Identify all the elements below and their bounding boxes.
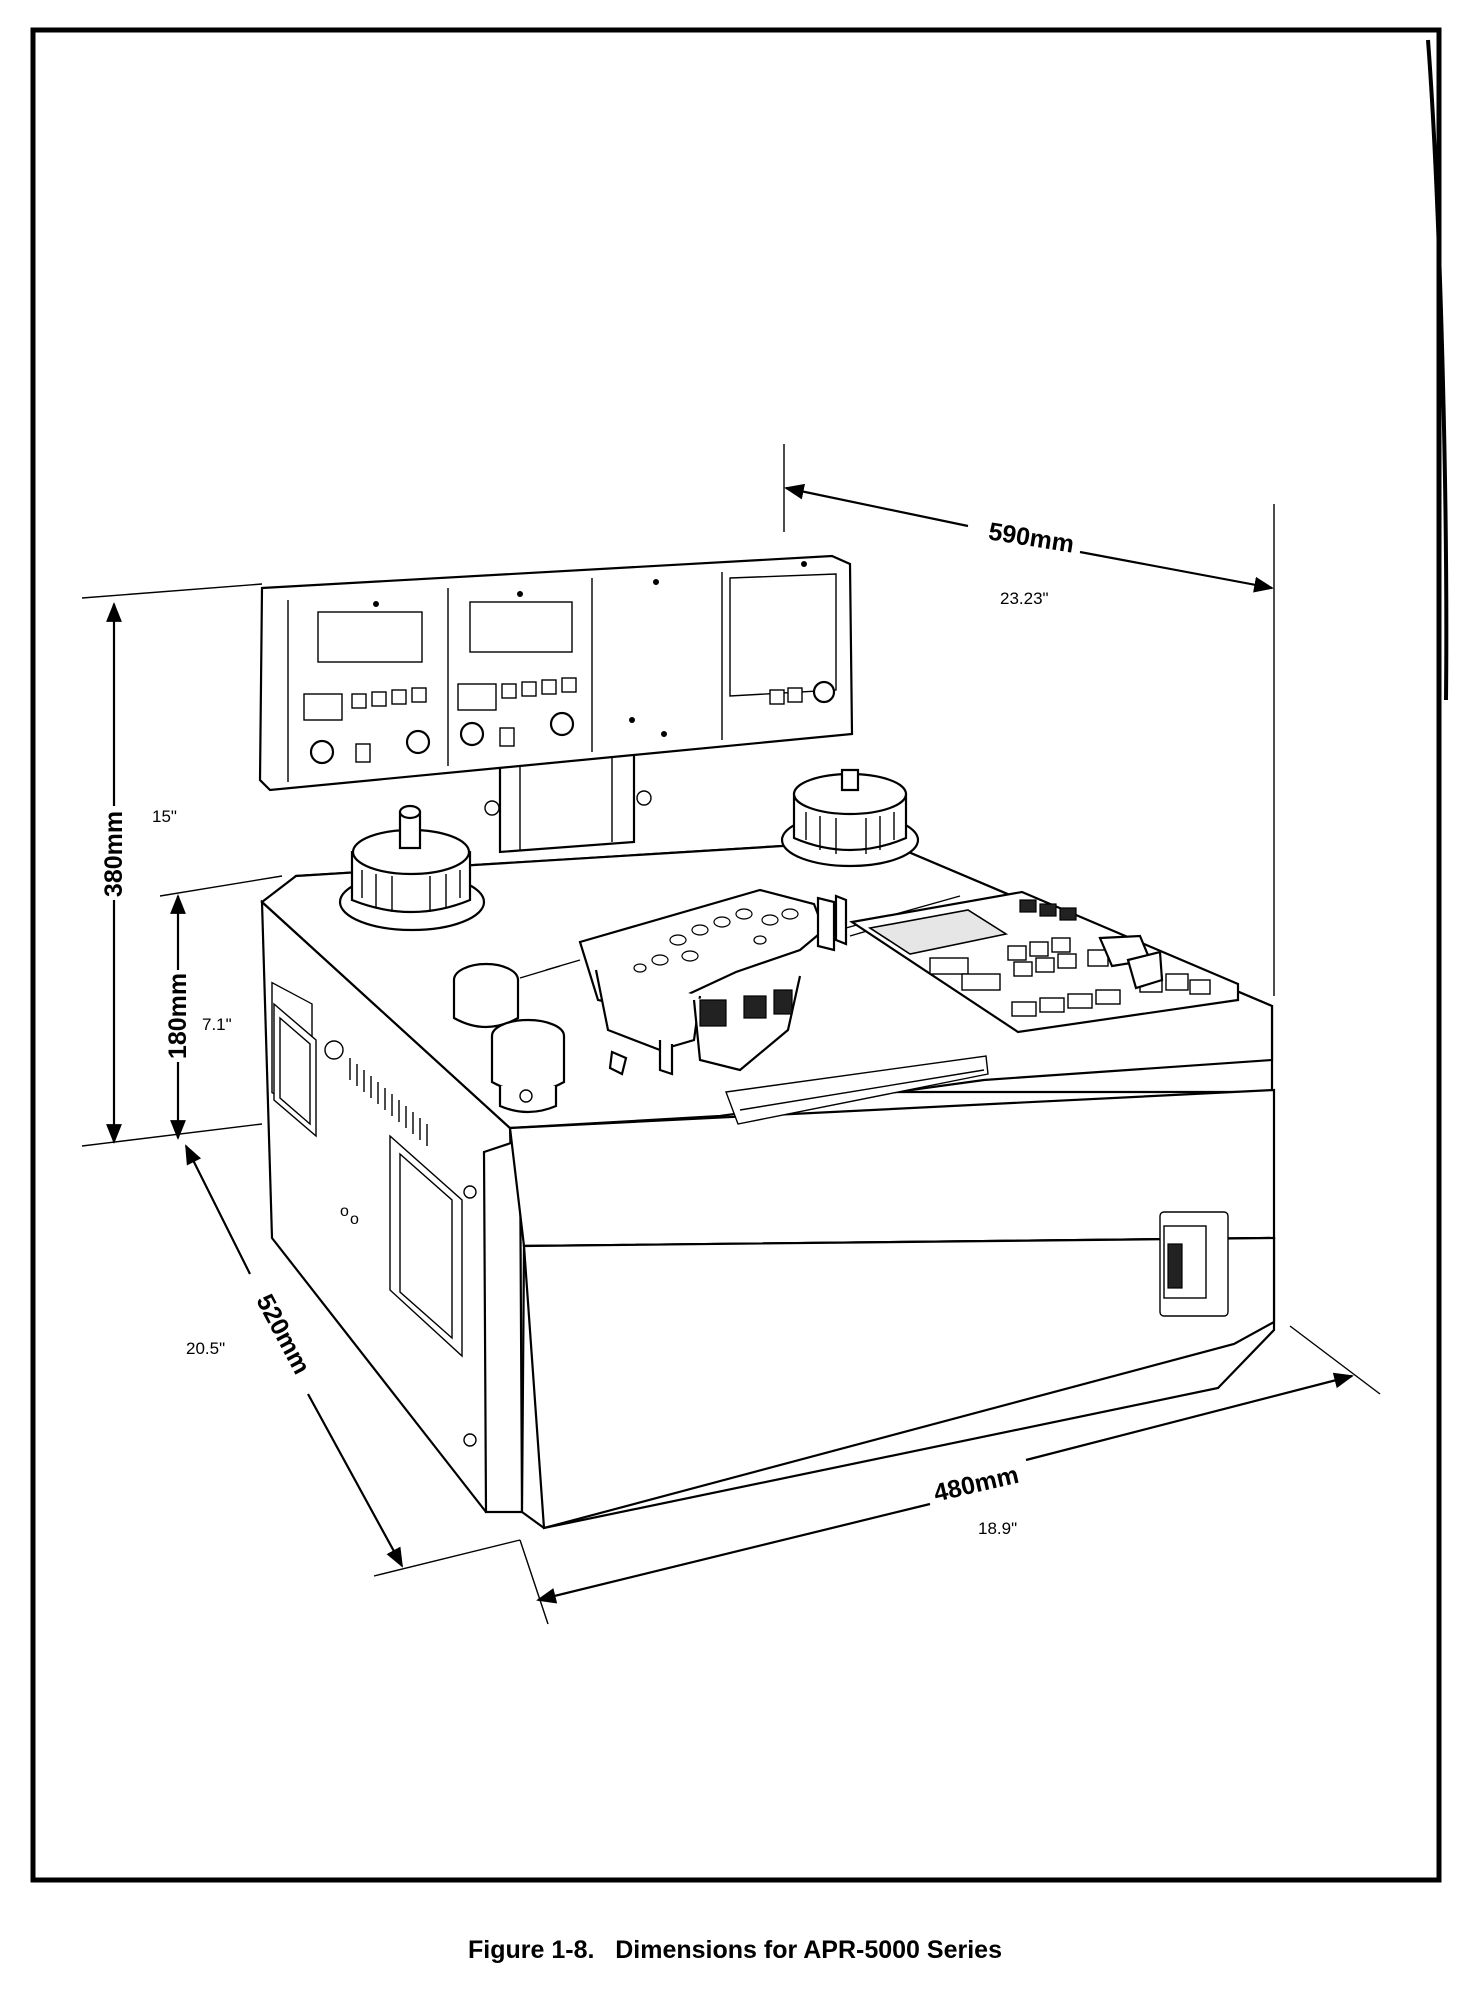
- dim-line-depth-upper: [185, 1144, 251, 1275]
- dim-line-width-front-left: [536, 1502, 931, 1604]
- tape-machine-illustration: o o: [258, 554, 1276, 1530]
- left-reel-hub: [338, 804, 486, 932]
- label-width-top-metric: 590mm: [987, 518, 1076, 559]
- label-width-top-imperial: 23.23": [1000, 589, 1049, 608]
- side-handle-top: [273, 1002, 317, 1138]
- head-assembly: [578, 888, 848, 1076]
- dim-line-width-top-left: [784, 483, 969, 528]
- vu-meter-left: [317, 611, 423, 663]
- dimension-lines: [81, 444, 1381, 1625]
- ext-line-520-bottom: [373, 1539, 521, 1577]
- figure-frame: [30, 27, 1442, 1883]
- side-rack-ear: [482, 1138, 524, 1514]
- vu-meter-right: [469, 601, 573, 653]
- label-width-front-imperial: 18.9": [978, 1519, 1017, 1538]
- svg-text:o: o: [340, 1203, 349, 1220]
- side-vents: [349, 1058, 428, 1146]
- ext-line-base-left: [81, 1123, 263, 1147]
- monitor-display: [729, 573, 837, 697]
- figure-caption: Figure 1-8. Dimensions for APR-5000 Seri…: [468, 1936, 1002, 1964]
- dim-line-width-top-right: [1079, 550, 1274, 593]
- label-depth-imperial: 20.5": [186, 1339, 225, 1358]
- label-depth-metric: 520mm: [250, 1290, 315, 1379]
- dim-line-depth-lower: [307, 1393, 403, 1568]
- label-height-base-imperial: 7.1": [202, 1015, 232, 1034]
- label-height-total-imperial: 15": [152, 807, 177, 826]
- ext-line-480-right: [1289, 1325, 1381, 1395]
- tape-guide-rollers: [452, 962, 566, 1114]
- deck-front-lip: [725, 1055, 989, 1125]
- right-reel-hub: [780, 768, 920, 868]
- ext-line-top-left: [81, 583, 263, 599]
- meter-bridge: [258, 554, 854, 792]
- svg-text:o: o: [350, 1211, 359, 1228]
- dim-line-width-front-right: [1025, 1372, 1354, 1462]
- label-height-base-metric: 180mm: [164, 973, 192, 1059]
- binding-edge-line: [1426, 39, 1449, 701]
- label-height-total-metric: 380mm: [100, 811, 128, 897]
- ext-line-480-left: [519, 1539, 549, 1625]
- side-handle-lower: [389, 1134, 463, 1358]
- transport-control-panel: [849, 890, 1240, 1034]
- front-main-panel: [522, 1236, 1276, 1530]
- ext-line-180-top: [159, 875, 283, 897]
- label-width-front-metric: 480mm: [931, 1461, 1021, 1508]
